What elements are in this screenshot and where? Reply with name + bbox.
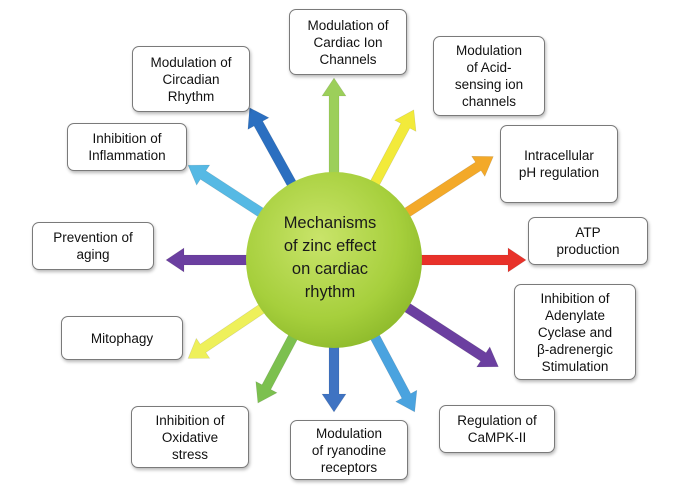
box-atp-production: ATP production — [528, 217, 648, 265]
box-mitophagy: Mitophagy — [61, 316, 183, 360]
center-circle — [246, 172, 422, 348]
box-adenylate-cyclase: Inhibition of Adenylate Cyclase and β-ad… — [514, 284, 636, 380]
box-oxidative-stress: Inhibition of Oxidative stress — [131, 406, 249, 468]
box-camk-ii: Regulation of CaMPK-II — [439, 405, 555, 453]
box-intracellular-ph: Intracellular pH regulation — [500, 125, 618, 203]
box-inflammation: Inhibition of Inflammation — [67, 123, 187, 171]
center-label: Mechanisms of zinc effect on cardiac rhy… — [283, 214, 377, 301]
box-aging: Prevention of aging — [32, 222, 154, 270]
box-ryanodine-receptors: Modulation of ryanodine receptors — [290, 420, 408, 480]
box-acid-sensing-ion-channels: Modulation of Acid- sensing ion channels — [433, 36, 545, 116]
box-circadian-rhythm: Modulation of Circadian Rhythm — [132, 46, 250, 112]
box-cardiac-ion-channels: Modulation of Cardiac Ion Channels — [289, 9, 407, 75]
